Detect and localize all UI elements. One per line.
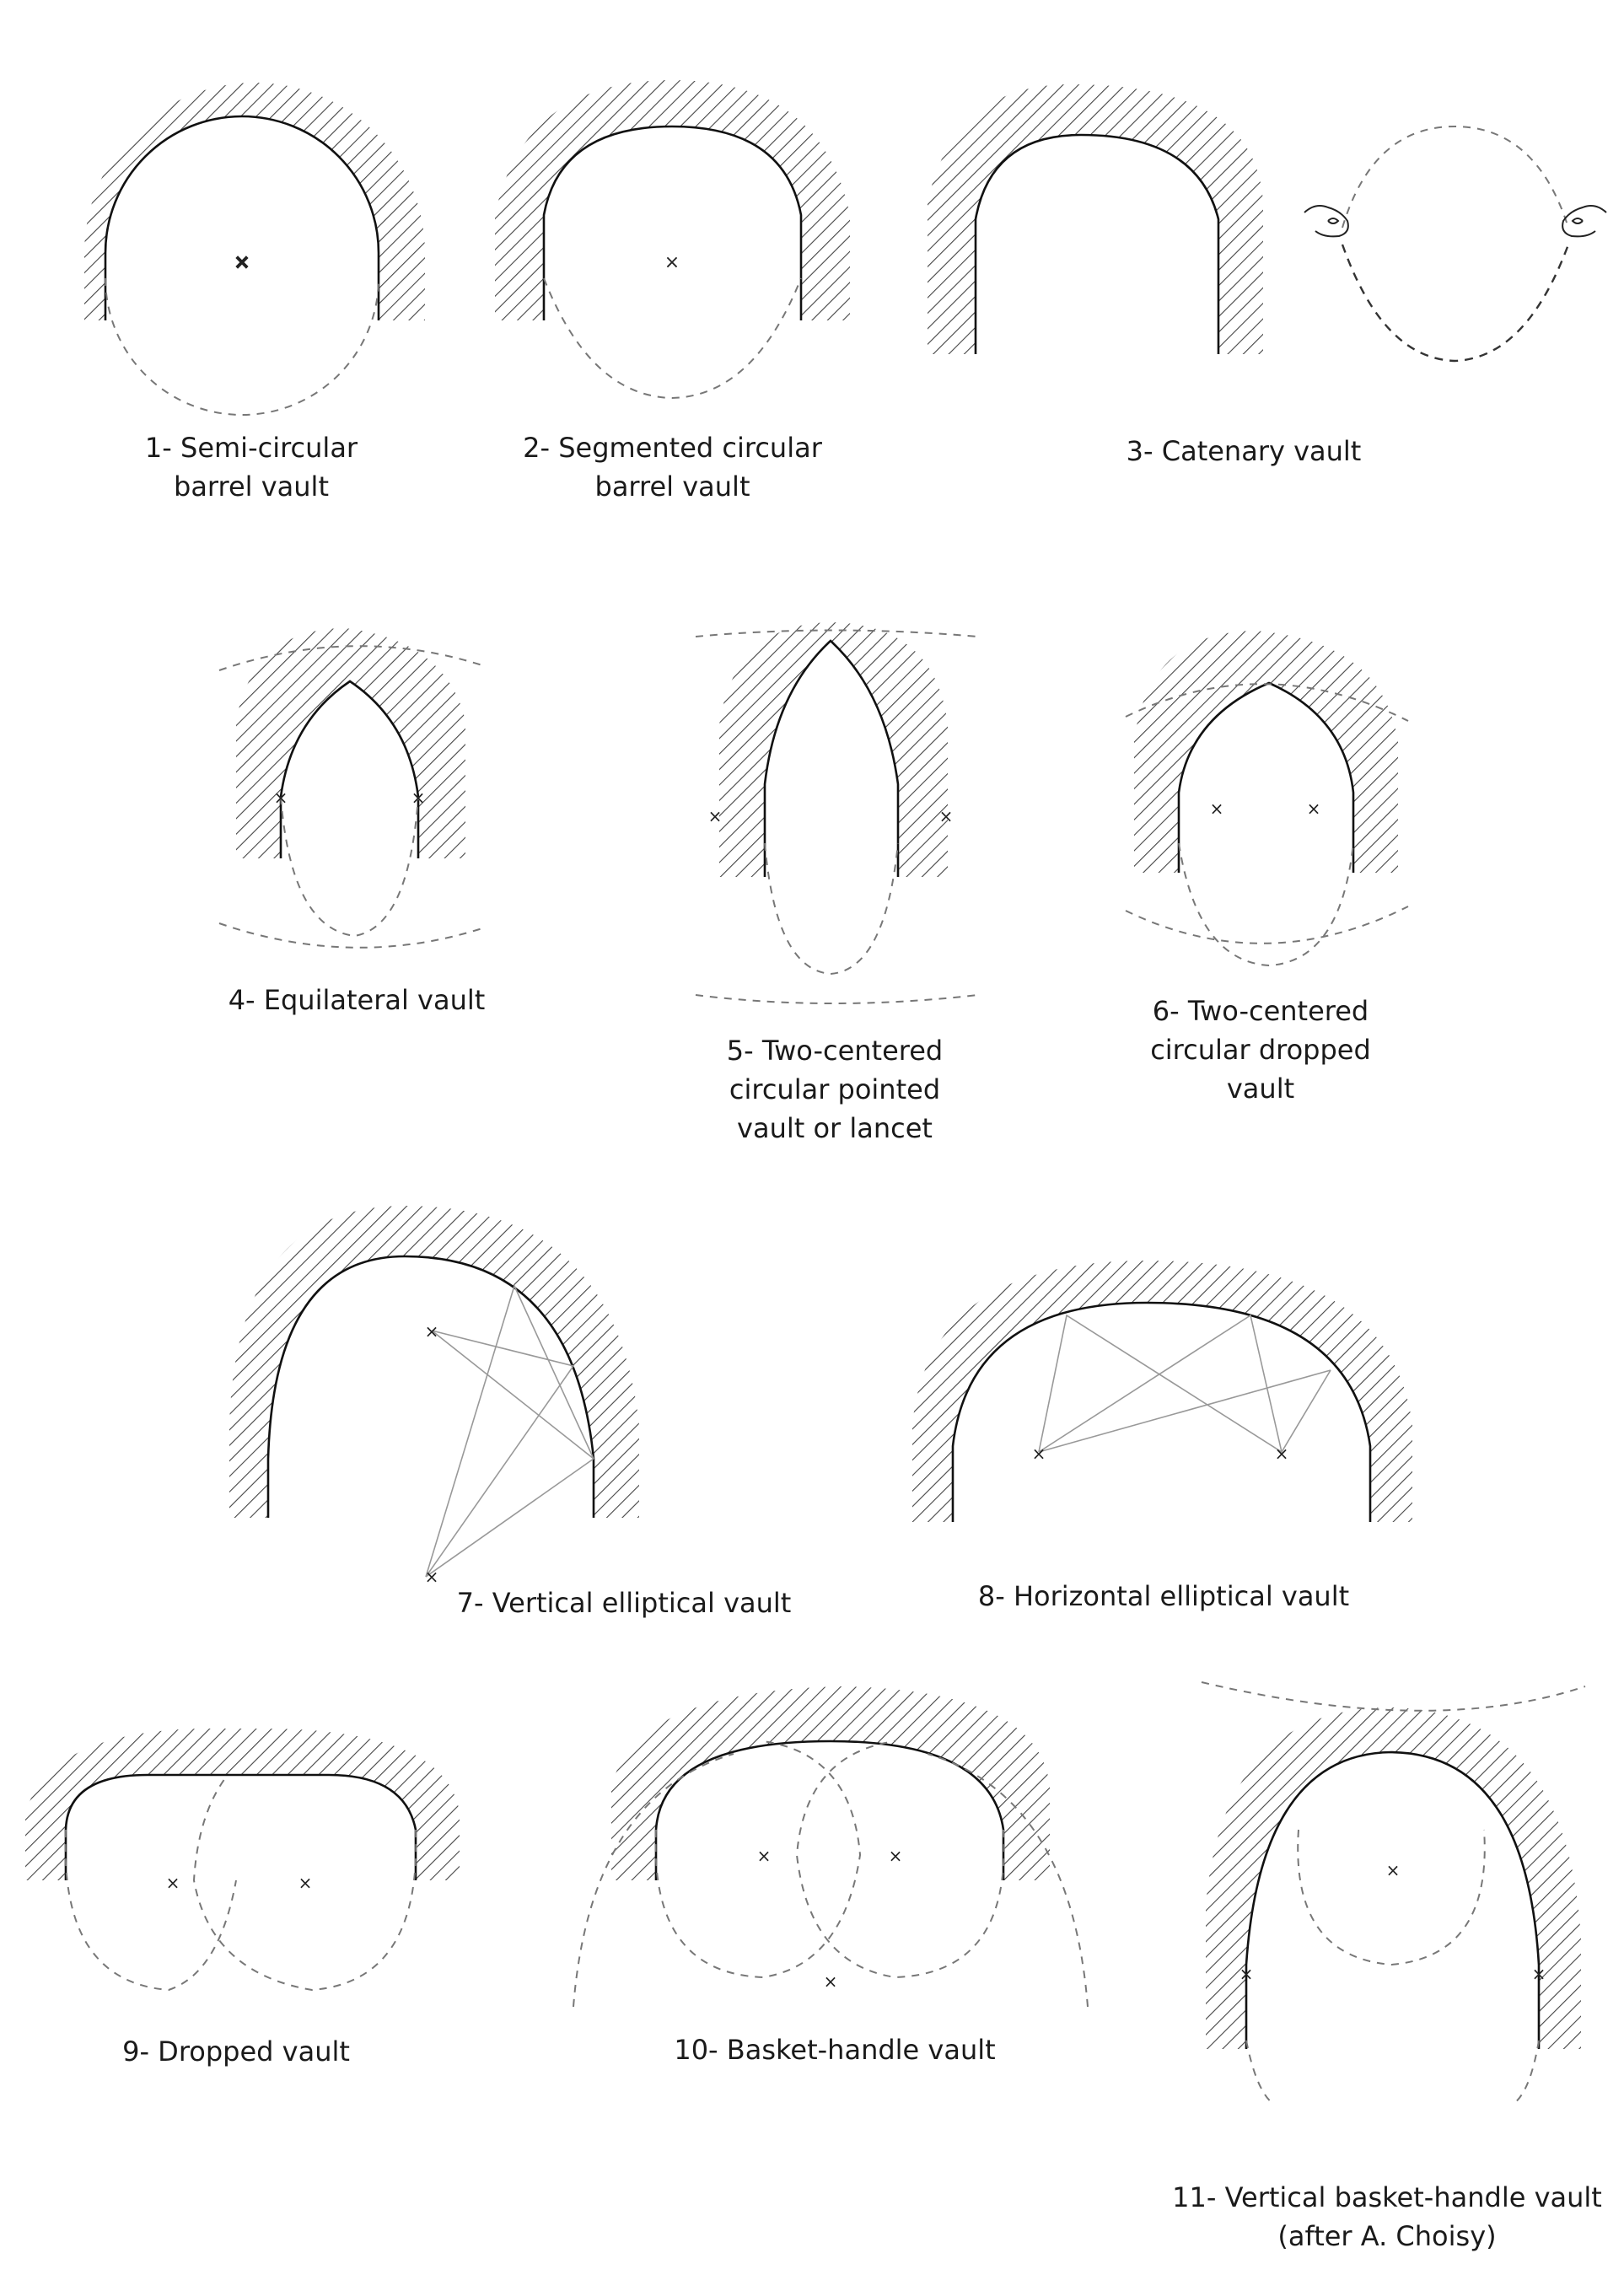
caption-line: barrel vault — [594, 471, 750, 503]
center-mark: × — [664, 252, 680, 273]
caption-vault-7: 7- Vertical elliptical vault — [438, 1584, 809, 1622]
caption-line: 5- Two-centered — [726, 1035, 944, 1067]
caption-line: (after A. Choisy) — [1277, 2220, 1497, 2252]
vault-3-catenary — [928, 84, 1607, 363]
caption-vault-8: 8- Horizontal elliptical vault — [961, 1577, 1366, 1616]
center-mark-right: × — [411, 788, 426, 808]
caption-vault-6: 6- Two-centered circular dropped vault — [1134, 992, 1387, 1108]
caption-vault-10: 10- Basket-handle vault — [666, 2030, 1003, 2069]
vault-1-semicircular-barrel: × — [84, 83, 425, 416]
focus-mark-right: × — [1275, 1444, 1289, 1464]
caption-line: circular dropped — [1150, 1034, 1371, 1066]
caption-line: 4- Equilateral vault — [228, 984, 486, 1016]
caption-line: barrel vault — [174, 471, 329, 503]
caption-line: 7- Vertical elliptical vault — [456, 1587, 792, 1619]
caption-line: 11- Vertical basket-handle vault — [1172, 2181, 1602, 2213]
caption-vault-9: 9- Dropped vault — [105, 2032, 367, 2071]
center-mark-left: × — [1210, 799, 1224, 819]
focus-mark-left: × — [1032, 1444, 1046, 1464]
caption-line: 6- Two-centered — [1152, 995, 1369, 1027]
caption-line: vault — [1226, 1073, 1295, 1105]
caption-vault-2: 2- Segmented circular barrel vault — [523, 428, 822, 506]
vault-5-two-centered-pointed: × × — [695, 622, 979, 1004]
center-mark-left: × — [708, 806, 723, 826]
caption-vault-3: 3- Catenary vault — [1105, 432, 1383, 471]
center-mark-right: × — [1532, 1964, 1546, 1984]
center-mark-lower: × — [824, 1971, 838, 1992]
caption-line: 1- Semi-circular — [144, 432, 358, 464]
vault-8-horizontal-elliptical: × × — [912, 1261, 1412, 1522]
caption-line: 8- Horizontal elliptical vault — [977, 1580, 1350, 1612]
caption-vault-4: 4- Equilateral vault — [218, 981, 496, 1019]
vault-4-equilateral: × × — [218, 628, 486, 949]
caption-line: 2- Segmented circular — [523, 432, 822, 464]
focus-mark-lower: × — [425, 1567, 439, 1587]
center-mark-left: × — [1240, 1964, 1254, 1984]
caption-vault-5: 5- Two-centered circular pointed vault o… — [713, 1031, 957, 1148]
center-mark-left: × — [274, 788, 288, 808]
vault-2-segmented-circular-barrel: × — [495, 80, 850, 400]
caption-line: 9- Dropped vault — [122, 2035, 350, 2068]
caption-vault-11: 11- Vertical basket-handle vault (after … — [1168, 2178, 1606, 2256]
hand-right-icon — [1562, 205, 1607, 238]
vault-11-vertical-basket-handle: × × × — [1201, 1681, 1586, 2105]
center-mark-left: × — [757, 1846, 772, 1866]
caption-line: 3- Catenary vault — [1126, 435, 1362, 467]
center-mark-right: × — [1307, 799, 1321, 819]
center-mark-upper: × — [1386, 1860, 1401, 1880]
vault-10-basket-handle: × × × — [573, 1686, 1089, 2008]
center-mark-right: × — [889, 1846, 903, 1866]
vault-6-two-centered-dropped: × × — [1125, 631, 1409, 967]
focus-mark-upper: × — [425, 1321, 439, 1342]
center-mark-right: × — [298, 1873, 313, 1893]
caption-line: circular pointed — [729, 1073, 941, 1105]
center-mark-right: × — [939, 806, 954, 826]
vault-7-vertical-elliptical: × × — [229, 1206, 639, 1587]
center-mark: × — [234, 252, 250, 273]
caption-line: 10- Basket-handle vault — [674, 2034, 996, 2066]
center-mark-left: × — [166, 1873, 180, 1893]
caption-vault-1: 1- Semi-circular barrel vault — [125, 428, 378, 506]
caption-line: vault or lancet — [737, 1112, 933, 1144]
vault-9-dropped: × × — [25, 1729, 460, 1992]
hand-left-icon — [1304, 205, 1349, 238]
